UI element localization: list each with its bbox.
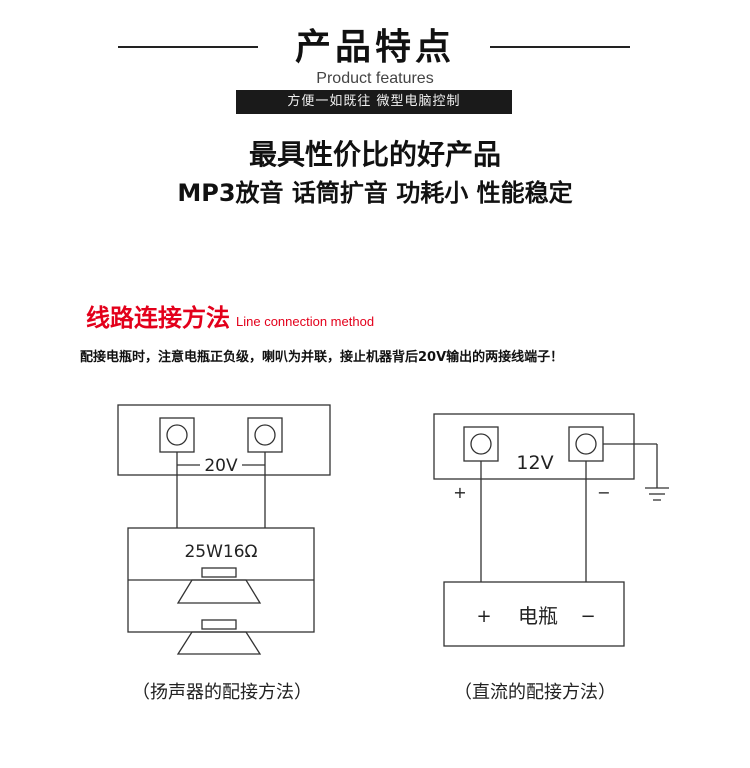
page-title: 产品特点 bbox=[294, 27, 455, 68]
battery-box bbox=[443, 581, 625, 647]
battery-minus-label: − bbox=[580, 606, 595, 627]
terminal-left bbox=[159, 417, 195, 453]
section-heading: 线路连接方法 Line connection method bbox=[86, 298, 374, 333]
title-rule-left bbox=[118, 46, 258, 48]
title-rule-right bbox=[490, 46, 630, 48]
terminal-minus-label: − bbox=[597, 483, 610, 502]
amplifier-box-dc bbox=[433, 413, 635, 480]
speaker-diagram-caption: （扬声器的配接方法） bbox=[132, 682, 312, 703]
battery-label: 电瓶 bbox=[518, 604, 558, 628]
dc-diagram-caption: （直流的配接方法） bbox=[454, 682, 616, 703]
terminal-left-screw bbox=[166, 424, 188, 446]
speaker-rating-label: 25W16Ω bbox=[184, 542, 257, 562]
speaker-diagram bbox=[117, 404, 331, 655]
page-subtitle-en: Product features bbox=[316, 70, 434, 87]
speaker-top-icon bbox=[176, 567, 262, 604]
amplifier-box bbox=[117, 404, 331, 476]
terminal-positive-screw bbox=[470, 433, 492, 455]
terminal-plus-label: + bbox=[453, 483, 466, 502]
voltage-label-20v: 20V bbox=[204, 456, 238, 476]
connection-instruction: 配接电瓶时，注意电瓶正负级，喇叭为并联，接止机器背后20V输出的两接线端子！ bbox=[80, 350, 564, 365]
dc-diagram bbox=[433, 413, 669, 647]
battery-plus-label: + bbox=[476, 606, 491, 627]
terminal-positive bbox=[463, 426, 499, 462]
section-title-cn: 线路连接方法 bbox=[86, 304, 230, 332]
terminal-right-screw bbox=[254, 424, 276, 446]
terminal-negative-screw bbox=[575, 433, 597, 455]
terminal-right bbox=[247, 417, 283, 453]
voltage-label-12v: 12V bbox=[516, 452, 553, 474]
headline: 最具性价比的好产品 bbox=[248, 138, 501, 171]
ground-icon bbox=[645, 487, 669, 501]
terminal-negative bbox=[568, 426, 604, 462]
section-title-en: Line connection method bbox=[236, 314, 375, 329]
feature-line: MP3放音 话筒扩音 功耗小 性能稳定 bbox=[177, 179, 573, 207]
speaker-bottom-icon bbox=[176, 619, 262, 655]
tagline-bar: 方便一如既往 微型电脑控制 bbox=[236, 90, 512, 114]
